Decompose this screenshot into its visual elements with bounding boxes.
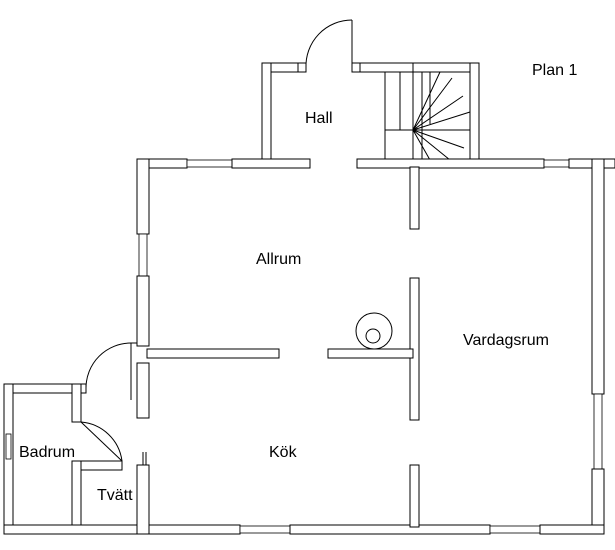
plan-title: Plan 1	[532, 62, 577, 79]
room-label-badrum: Badrum	[19, 444, 75, 461]
interior-walls	[146, 166, 420, 528]
side-door	[85, 342, 137, 400]
room-label-vardagsrum: Vardagsrum	[463, 332, 549, 349]
room-label-kok: Kök	[269, 444, 298, 461]
stove	[355, 312, 393, 350]
hall-walls	[261, 62, 480, 161]
room-label-tvatt: Tvätt	[97, 487, 133, 504]
room-label-hall: Hall	[305, 110, 333, 127]
entrance-door	[297, 19, 361, 73]
staircase	[384, 71, 471, 161]
room-label-allrum: Allrum	[256, 251, 301, 268]
bathroom-walls	[3, 383, 147, 535]
outer-walls	[136, 158, 615, 535]
